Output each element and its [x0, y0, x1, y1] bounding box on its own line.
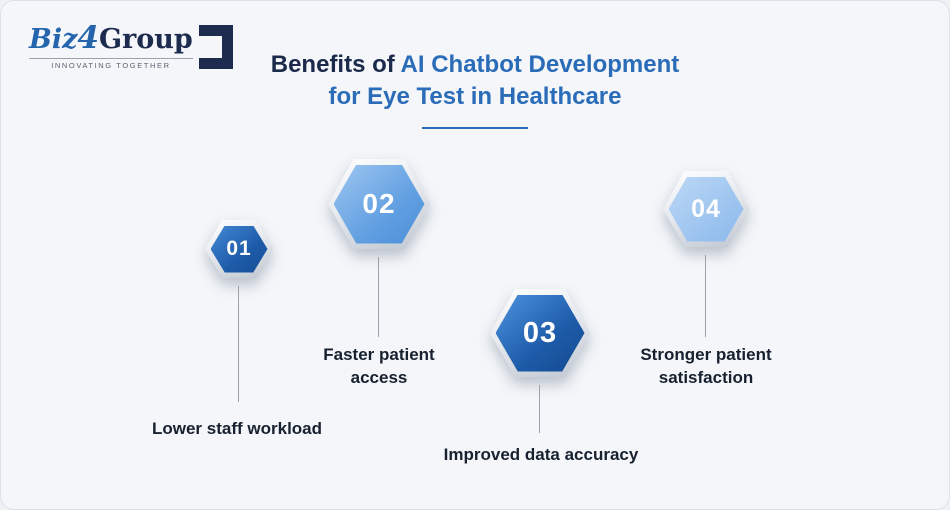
connector-line-2 [378, 257, 379, 337]
hexagon-border-4: 04 [663, 171, 749, 247]
title-line-1: Benefits of AI Chatbot Development [1, 49, 949, 81]
title-highlight-1: AI Chatbot Development [400, 51, 680, 78]
hexagon-border-1: 01 [205, 220, 273, 278]
step-number-1: 01 [226, 237, 252, 260]
hexagon-border-3: 03 [490, 289, 590, 377]
title-line-2: for Eye Test in Healthcare [328, 83, 622, 110]
hexagon-step-4: 04 [663, 171, 749, 247]
logo-group-text: Group [99, 24, 193, 55]
logo-text: Biz4Group INNOVATING TOGETHER [29, 23, 193, 70]
hexagon-fill-2: 02 [333, 164, 425, 244]
hexagon-step-3: 03 [490, 289, 590, 377]
connector-line-1 [238, 286, 239, 402]
hexagon-step-2: 02 [328, 159, 430, 249]
title-underline [422, 127, 528, 129]
logo-four-text: 4 [77, 20, 99, 56]
step-label-4: Stronger patient satisfaction [640, 345, 772, 387]
page-title: Benefits of AI Chatbot Development for E… [1, 49, 949, 129]
connector-line-4 [705, 255, 706, 337]
hexagon-fill-4: 04 [668, 176, 744, 242]
step-label-2: Faster patient access [323, 345, 435, 387]
step-number-2: 02 [362, 188, 396, 219]
connector-line-3 [539, 385, 540, 433]
hexagon-border-2: 02 [328, 159, 430, 249]
logo-bracket-icon [198, 25, 233, 69]
hexagon-fill-1: 01 [210, 225, 268, 273]
step-number-4: 04 [691, 194, 721, 223]
step-label-1: Lower staff workload [151, 419, 323, 438]
logo-wordmark: Biz4Group [29, 23, 193, 55]
logo-biz-text: Biz [29, 24, 78, 55]
step-label-3: Improved data accuracy [443, 445, 639, 464]
hexagon-fill-3: 03 [495, 294, 585, 372]
biz4group-logo: Biz4Group INNOVATING TOGETHER [29, 23, 233, 70]
logo-tagline: INNOVATING TOGETHER [29, 58, 193, 70]
step-number-3: 03 [522, 316, 558, 349]
title-prefix: Benefits of [270, 51, 401, 78]
hexagon-step-1: 01 [205, 220, 273, 278]
